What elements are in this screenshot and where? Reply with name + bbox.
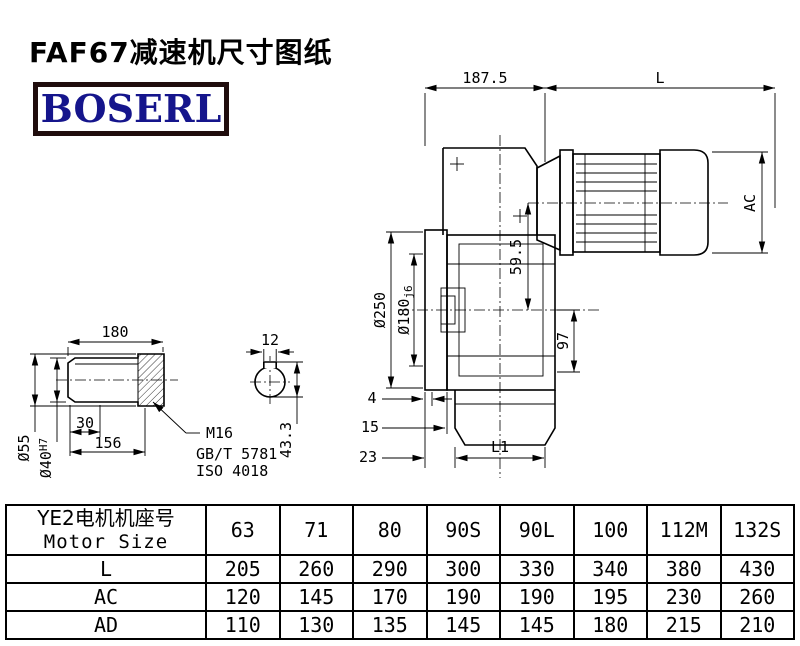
dim-label-4: 4 (367, 389, 376, 407)
table-header-row: YE2电机机座号 Motor Size 63 71 80 90S 90L 100… (5, 504, 795, 556)
cell-AC-5: 195 (572, 582, 648, 612)
cell-L-1: 260 (278, 554, 354, 584)
dim-180-value: Ø180 (395, 299, 413, 335)
motor-size-col-6: 112M (646, 504, 722, 556)
centerlines (56, 135, 728, 478)
dim-label-55: Ø55 (15, 434, 33, 461)
dim-label-15: 15 (361, 418, 379, 436)
row-label-L: L (5, 554, 207, 584)
dim-label-187-5: 187.5 (462, 69, 507, 87)
dim-180-tolerance: j6 (402, 285, 415, 298)
cell-AC-3: 190 (425, 582, 501, 612)
note-standard-iso: ISO 4018 (196, 462, 268, 480)
motor-size-header-cell: YE2电机机座号 Motor Size (5, 504, 207, 556)
note-thread: M16 (206, 424, 233, 442)
motor-cooling-fins (576, 154, 657, 252)
cell-L-3: 300 (425, 554, 501, 584)
motor-size-col-4: 90L (499, 504, 575, 556)
logo-text: BOSERL (40, 86, 222, 131)
cell-L-2: 290 (352, 554, 428, 584)
dimension-table: YE2电机机座号 Motor Size 63 71 80 90S 90L 100… (5, 504, 795, 640)
note-standard-gb: GB/T 5781 (196, 445, 277, 463)
dim-label-97: 97 (554, 332, 572, 350)
dim-label-23: 23 (359, 448, 377, 466)
motor-size-col-7: 132S (719, 504, 795, 556)
cell-AD-1: 130 (278, 610, 354, 640)
cell-AD-4: 145 (499, 610, 575, 640)
motor-size-col-1: 71 (278, 504, 354, 556)
dim-43-3: 43.3 (272, 361, 303, 458)
dim-label-L: L (655, 69, 664, 87)
dim-40H7: Ø40H7 (37, 357, 66, 478)
cell-AD-0: 110 (205, 610, 281, 640)
cell-L-4: 330 (499, 554, 575, 584)
row-label-AC: AC (5, 582, 207, 612)
dim-shaft-180: 180 (67, 323, 164, 356)
cell-AD-7: 210 (719, 610, 795, 640)
dim-spigot-180: Ø180j6 (395, 253, 423, 367)
dim-40-tolerance: H7 (37, 438, 50, 451)
motor-outline (536, 149, 709, 256)
bolt-hole-markers (450, 157, 527, 223)
table-row-AC: AC 120 145 170 190 190 195 230 260 (5, 582, 795, 612)
dim-flange-250: Ø250 (371, 231, 423, 389)
cell-AC-2: 170 (352, 582, 428, 612)
technical-drawing: 187.5 L AC 59.5 Ø250 Ø180j6 97 (15, 69, 776, 480)
dim-30: 30 (69, 405, 101, 437)
dim-156: 156 (69, 408, 146, 456)
dim-label-12: 12 (261, 331, 279, 349)
dim-label-shaft-180: 180 (101, 323, 128, 341)
dim-55: Ø55 (15, 353, 136, 462)
motor-size-col-5: 100 (572, 504, 648, 556)
dim-label-L1: L1 (491, 438, 509, 456)
motor-size-col-2: 80 (352, 504, 428, 556)
table-row-L: L 205 260 290 300 330 340 380 430 (5, 554, 795, 584)
dim-label-250: Ø250 (371, 292, 389, 328)
cell-AC-4: 190 (499, 582, 575, 612)
cell-AC-0: 120 (205, 582, 281, 612)
row-label-AD: AD (5, 610, 207, 640)
logo-box: BOSERL (33, 82, 229, 136)
dim-L: L (545, 69, 776, 208)
motor-size-label-en: Motor Size (43, 531, 169, 554)
motor-size-col-0: 63 (205, 504, 281, 556)
gearbox-outline (424, 147, 556, 446)
bottom-dimensions: 4 15 23 L1 (359, 389, 546, 468)
gearbox-internal-lines (440, 243, 555, 405)
cell-AD-6: 215 (646, 610, 722, 640)
cell-L-5: 340 (572, 554, 648, 584)
motor-size-label-cn: YE2电机机座号 (37, 506, 175, 531)
dim-label-180-spigot: Ø180j6 (395, 285, 415, 334)
cell-AC-1: 145 (278, 582, 354, 612)
dim-label-30: 30 (76, 414, 94, 432)
dim-40-value: Ø40 (37, 451, 55, 478)
dim-97: 97 (554, 309, 580, 373)
table-row-AD: AD 110 130 135 145 145 180 215 210 (5, 610, 795, 640)
page-title: FAF67减速机尺寸图纸 (29, 35, 333, 69)
dim-12: 12 (246, 331, 294, 361)
shaft-cross-section (254, 361, 286, 398)
cell-L-0: 205 (205, 554, 281, 584)
motor-size-col-3: 90S (425, 504, 501, 556)
dim-label-156: 156 (94, 434, 121, 452)
cell-AD-5: 180 (572, 610, 648, 640)
cell-AD-2: 135 (352, 610, 428, 640)
dim-label-40H7: Ø40H7 (37, 438, 55, 478)
dim-187-5: 187.5 (424, 69, 546, 162)
dim-59-5: 59.5 (507, 203, 532, 310)
cell-AD-3: 145 (425, 610, 501, 640)
cell-AC-7: 260 (719, 582, 795, 612)
shaft-detail-outline (67, 353, 165, 407)
dim-label-43-3: 43.3 (277, 422, 295, 458)
dim-label-59-5: 59.5 (507, 239, 525, 275)
cell-AC-6: 230 (646, 582, 722, 612)
thread-notes: M16 GB/T 5781 ISO 4018 (152, 401, 277, 480)
cell-L-7: 430 (719, 554, 795, 584)
dim-AC: AC (712, 151, 768, 254)
cell-L-6: 380 (646, 554, 722, 584)
dim-label-AC: AC (741, 194, 759, 212)
